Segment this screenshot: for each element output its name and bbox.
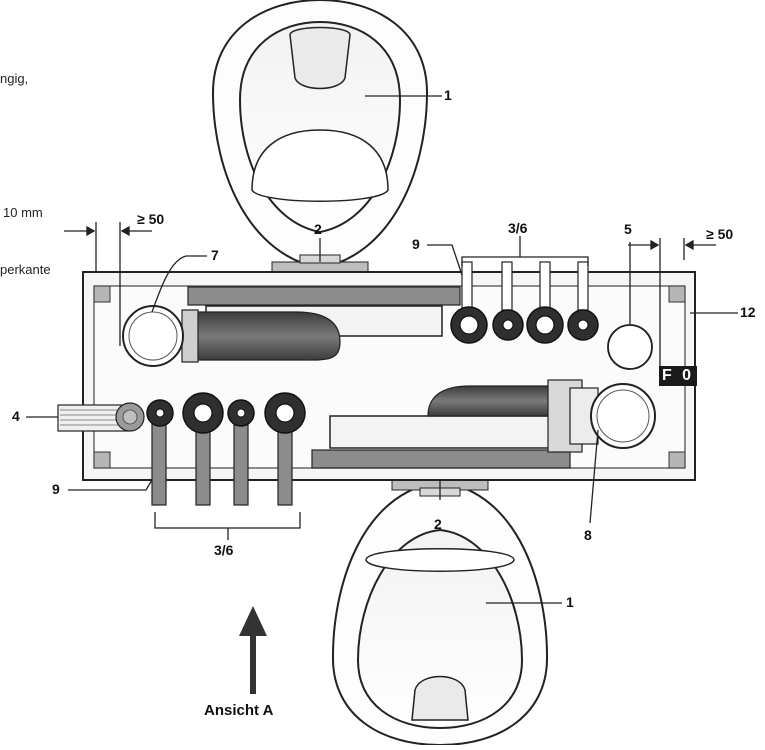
leader-lines [26,95,738,604]
lower-frame-element [311,379,599,469]
upper-frame-element [181,286,461,363]
insulation-sleeve-4 [57,402,145,432]
side-text-line-3: perkante [0,262,51,277]
view-arrow [239,606,267,694]
side-text-line-1: ngig, [0,71,29,86]
callout-9-bottom: 9 [52,481,60,497]
callout-9-top: 9 [412,236,420,252]
callout-8: 8 [584,527,592,543]
callout-7: 7 [211,247,219,263]
dimension-left-label: ≥ 50 [137,211,165,227]
callout-12: 12 [740,304,756,320]
callout-3-6-bottom: 3/6 [214,542,234,558]
callout-3-6-top: 3/6 [508,220,528,236]
side-text-line-2: 10 mm [3,205,43,220]
toilet-bowl-top [211,0,429,273]
pipe-5 [607,324,653,370]
dimension-right-label: ≥ 50 [706,226,734,242]
fo-marker: F 0 [659,366,697,386]
callout-2-bottom: 2 [434,516,442,532]
dimension-marks [64,222,716,366]
drain-pipe-8-inner [596,389,650,443]
conduits-bottom [146,392,306,506]
callout-2-top: 2 [314,221,322,237]
callout-1-top: 1 [444,87,452,103]
callout-1-bottom: 1 [566,594,574,610]
callout-5: 5 [624,221,632,237]
conduits-top [450,261,599,344]
callout-4: 4 [12,408,20,424]
view-a-label: Ansicht A [204,702,274,719]
drain-pipe-7-inner [128,311,178,361]
